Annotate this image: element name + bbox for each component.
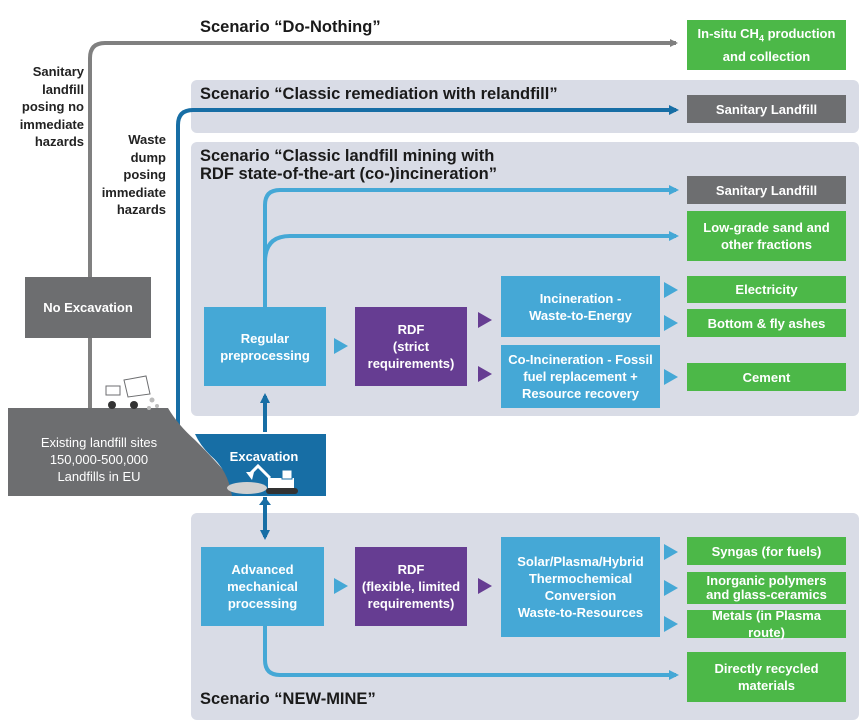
existing-landfill-sites-label: Existing landfill sites 150,000-500,000 …	[40, 434, 158, 484]
excavator-icon	[227, 463, 298, 494]
scenario-classic-mining-title-line2: RDF state-of-the-art (co-)incineration”	[200, 165, 497, 183]
arrow-rdf-to-incineration	[478, 312, 492, 328]
do-nothing-connector	[88, 39, 678, 280]
metals-box: Metals (in Plasma route)	[687, 608, 846, 640]
bottom-fly-ashes-box: Bottom & fly ashes	[687, 309, 846, 337]
directly-recycled-box: Directly recycled materials	[687, 652, 846, 702]
rdf-strict-box: RDF (strict requirements)	[355, 307, 467, 386]
co-incineration-box: Co-Incineration - Fossil fuel replacemen…	[501, 345, 660, 408]
thermochemical-conversion-box: Solar/Plasma/Hybrid Thermochemical Conve…	[501, 537, 660, 637]
cement-box: Cement	[687, 363, 846, 391]
inorganic-polymers-box: Inorganic polymers and glass-ceramics	[687, 572, 846, 604]
to-low-grade-connector	[263, 231, 679, 263]
arrow-incin-to-electricity	[664, 282, 678, 298]
arrow-incin-to-ashes	[664, 315, 678, 331]
arrow-rdf-to-coincineration	[478, 366, 492, 382]
scenario-new-mine-title: Scenario “NEW-MINE”	[200, 690, 376, 708]
regular-preprocessing-box: Regular preprocessing	[204, 307, 326, 386]
to-recycled-connector	[263, 625, 679, 680]
low-grade-sand-box: Low-grade sand and other fractions	[687, 211, 846, 261]
arrow-thermo-to-metals	[664, 616, 678, 632]
no-excavation-box: No Excavation	[25, 277, 151, 338]
advanced-mechanical-processing-box: Advanced mechanical processing	[201, 547, 324, 626]
electricity-box: Electricity	[687, 276, 846, 303]
sanitary-landfill-box-mining: Sanitary Landfill	[687, 176, 846, 204]
scenario-classic-remediation-title: Scenario “Classic remediation with relan…	[200, 85, 558, 103]
dump-truck-icon	[104, 375, 159, 410]
sanitary-landfill-label: Sanitary landfill posing no immediate ha…	[19, 64, 84, 149]
rdf-flexible-box: RDF (flexible, limited requirements)	[355, 547, 467, 626]
arrow-rdf-to-thermo	[478, 578, 492, 594]
arrow-advanced-to-rdf	[334, 578, 348, 594]
incineration-box: Incineration - Waste-to-Energy	[501, 276, 660, 337]
landfill-mound-shape	[8, 408, 232, 496]
scenario-do-nothing-title: Scenario “Do-Nothing”	[200, 18, 381, 36]
waste-dump-label: Waste dump posing immediate hazards	[101, 132, 166, 217]
sanitary-landfill-box-remediation: Sanitary Landfill	[687, 95, 846, 123]
scenario-classic-mining-title-line1: Scenario “Classic landfill mining with	[200, 147, 495, 165]
relandfill-connector	[176, 105, 679, 438]
syngas-box: Syngas (for fuels)	[687, 537, 846, 565]
excavation-down-tail	[259, 497, 271, 505]
arrow-thermo-to-polymers	[664, 580, 678, 596]
arrow-coincin-to-cement	[664, 369, 678, 385]
arrow-regular-to-rdf	[334, 338, 348, 354]
arrow-thermo-to-syngas	[664, 544, 678, 560]
to-sanitary-landfill-connector	[263, 185, 679, 307]
excavation-label: Excavation	[229, 448, 299, 464]
